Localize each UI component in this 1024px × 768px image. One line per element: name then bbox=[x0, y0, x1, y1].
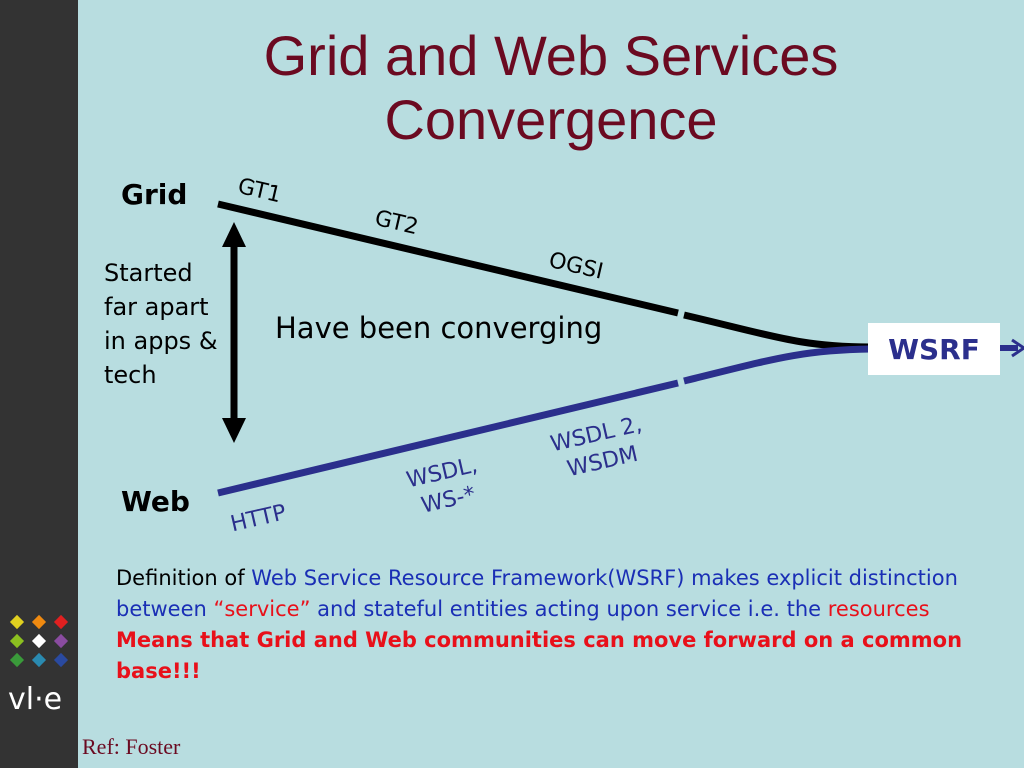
title-line-1: Grid and Web Services bbox=[263, 24, 839, 87]
vle-logo-icon bbox=[9, 614, 69, 668]
wsrf-box: WSRF bbox=[868, 323, 1000, 375]
web-path-line-curve bbox=[683, 345, 871, 385]
converging-label: Have been converging bbox=[275, 311, 603, 345]
definition-middle: makes explicit distinction between bbox=[116, 566, 958, 621]
started-apart-label: Started far apart in apps & tech bbox=[104, 259, 218, 389]
double-arrow-icon bbox=[222, 222, 246, 443]
web-path-line bbox=[217, 379, 679, 497]
definition-resources: resources bbox=[827, 597, 930, 621]
definition-service: “service” bbox=[213, 597, 311, 621]
definition-wsrf-name: Web Service Resource Framework(WSRF) bbox=[251, 566, 685, 590]
grid-path-line-curve bbox=[683, 311, 871, 351]
definition-text: Definition of Web Service Resource Frame… bbox=[116, 563, 1016, 687]
title-line-2: Convergence bbox=[384, 88, 718, 151]
definition-means: Means that Grid and Web communities can … bbox=[116, 628, 963, 683]
grid-label: Grid bbox=[121, 178, 188, 211]
vle-logo-text: vl·e bbox=[8, 682, 63, 717]
left-sidebar: vl·e bbox=[0, 0, 78, 768]
forward-arrow-icon bbox=[1000, 338, 1024, 358]
slide-title: Grid and Web Services Convergence bbox=[78, 24, 1024, 152]
reference-text: Ref: Foster bbox=[82, 734, 181, 759]
definition-intro: Definition of bbox=[116, 566, 252, 590]
web-label: Web bbox=[121, 485, 190, 518]
grid-path-line bbox=[217, 200, 679, 317]
definition-after-service: and stateful entities acting upon servic… bbox=[310, 597, 828, 621]
